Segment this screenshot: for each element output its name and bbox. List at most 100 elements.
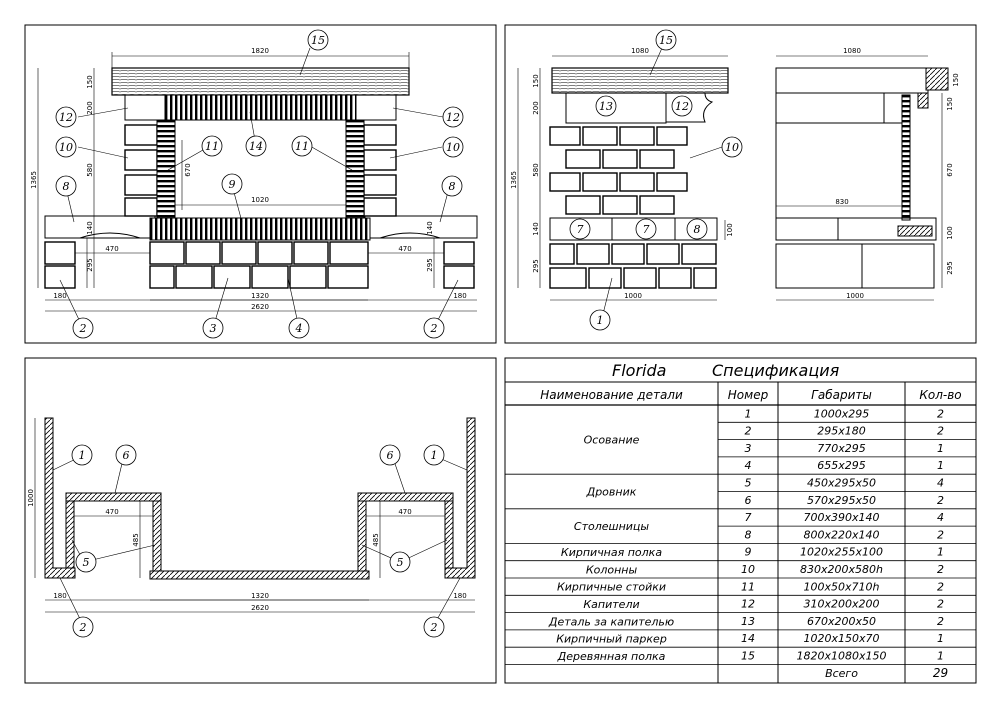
dim-side-leg: 295: [532, 259, 540, 272]
svg-text:15: 15: [659, 34, 673, 47]
svg-text:11: 11: [205, 140, 219, 153]
callout-10-side: 10: [721, 136, 743, 158]
svg-text:8: 8: [694, 223, 701, 236]
svg-text:10: 10: [59, 141, 73, 154]
dim-cap-h: 200: [86, 101, 94, 114]
callout-9: 9: [221, 173, 243, 195]
dim-top-width: 1820: [251, 47, 269, 55]
dim-side-cap: 200: [532, 101, 540, 114]
spec-total-qty: 29: [933, 666, 948, 680]
dim-section-shelf-b: 150: [946, 97, 954, 110]
callout-1-side: 1: [589, 309, 611, 331]
spec-row-qty: 1: [937, 650, 944, 663]
spec-row-num: 9: [745, 546, 752, 559]
spec-row-qty: 2: [937, 494, 944, 507]
spec-row-num: 11: [741, 580, 755, 593]
spec-row-qty: 2: [937, 580, 944, 593]
spec-row-dims: 770x295: [817, 442, 866, 455]
dim-plan-total: 2620: [251, 604, 269, 612]
spec-row-qty: 1: [937, 442, 944, 455]
dim-bottom-w: 1320: [251, 292, 269, 300]
svg-text:4: 4: [295, 322, 303, 335]
countertop-right: [364, 215, 478, 239]
dim-shelf-h: 150: [86, 75, 94, 88]
dim-side-base: 140: [532, 222, 540, 235]
callout-13: 13: [595, 95, 617, 117]
plan-hearth: [149, 570, 370, 580]
dim-leg-w-left: 180: [53, 292, 66, 300]
spec-group-name: Столешницы: [574, 520, 650, 533]
svg-text:7: 7: [577, 223, 584, 236]
spec-row-qty: 2: [937, 615, 944, 628]
spec-header-qty: Кол-во: [919, 388, 961, 402]
svg-text:12: 12: [59, 111, 73, 124]
callout-14: 14: [245, 135, 267, 157]
spec-row-qty: 4: [937, 511, 944, 524]
section-view: 1080 150 150 670 830 100 295 1000: [775, 47, 960, 301]
column-bricks-side: [549, 126, 688, 215]
base-bricks-side: [549, 243, 717, 289]
dim-inner-w: 1020: [251, 196, 269, 204]
callout-1-plan-left: 1: [71, 444, 93, 466]
dim-plan-leg-right: 180: [453, 592, 466, 600]
dim-base-h: 140: [86, 221, 94, 234]
callout-11-left: 11: [201, 135, 223, 157]
column-right-front: [345, 119, 397, 221]
dim-side-small: 100: [726, 223, 734, 236]
svg-text:5: 5: [83, 556, 90, 569]
spec-row-num: 8: [745, 528, 752, 541]
spec-row-num: 14: [741, 632, 755, 645]
spec-group-name: Кирпичный паркер: [556, 633, 667, 646]
capital-side: [665, 92, 714, 123]
spec-group-name: Осование: [584, 434, 640, 447]
front-view: 1820 150 200 580 1365 670 1020 140 295 4…: [30, 29, 478, 339]
spec-row-qty: 1: [937, 546, 944, 559]
spec-row-num: 2: [745, 425, 752, 438]
svg-text:14: 14: [249, 140, 263, 153]
spec-row-dims: 1020x255x100: [800, 546, 883, 559]
spec-row-num: 6: [745, 494, 752, 507]
plan-base-left: [44, 417, 76, 579]
callout-7-b: 7: [635, 218, 657, 240]
dim-section-top: 1080: [843, 47, 861, 55]
callout-11-right: 11: [291, 135, 313, 157]
spec-row-qty: 2: [937, 407, 944, 420]
callout-8-right: 8: [441, 175, 463, 197]
dim-side-column: 580: [532, 163, 540, 176]
dim-base-h-right: 140: [426, 221, 434, 234]
dim-side-w-left: 470: [105, 245, 118, 253]
callout-10-right: 10: [442, 136, 464, 158]
spec-row-qty: 1: [937, 632, 944, 645]
svg-text:8: 8: [449, 180, 456, 193]
brick-parker-front: [164, 94, 357, 121]
svg-text:1: 1: [597, 314, 604, 327]
plan-woodbox-top-left: [65, 492, 162, 502]
callout-7-a: 7: [569, 218, 591, 240]
spec-row-qty: 2: [937, 563, 944, 576]
callout-2-plan-left: 2: [72, 616, 94, 638]
spec-row-dims: 700x390x140: [803, 511, 879, 524]
spec-group-name: Кирпичные стойки: [557, 581, 666, 594]
svg-text:10: 10: [446, 141, 460, 154]
dim-section-inner-h: 670: [946, 163, 954, 176]
dim-side-w-right: 470: [398, 245, 411, 253]
dim-plan-bottom: 1320: [251, 592, 269, 600]
dim-side-shelf: 150: [532, 74, 540, 87]
dim-leg-h-right: 295: [426, 258, 434, 271]
svg-text:3: 3: [210, 322, 217, 335]
spec-row-dims: 100x50x710h: [804, 580, 880, 593]
spec-group-name: Капители: [583, 598, 639, 611]
callout-12-side: 12: [671, 95, 693, 117]
spec-row-dims: 450x295x50: [807, 477, 876, 490]
dim-leg-h: 295: [86, 258, 94, 271]
legs-front: [44, 241, 475, 289]
spec-row-dims: 1020x150x70: [803, 632, 879, 645]
callout-6-plan-right: 6: [379, 444, 401, 466]
svg-text:6: 6: [387, 449, 394, 462]
spec-row-num: 15: [741, 650, 755, 663]
callout-8-side: 8: [686, 218, 708, 240]
side-view: 1080 150 200 580 1365 140 295 1000 100 1…: [510, 29, 743, 331]
svg-text:5: 5: [397, 556, 404, 569]
callout-2-plan-right: 2: [423, 616, 445, 638]
